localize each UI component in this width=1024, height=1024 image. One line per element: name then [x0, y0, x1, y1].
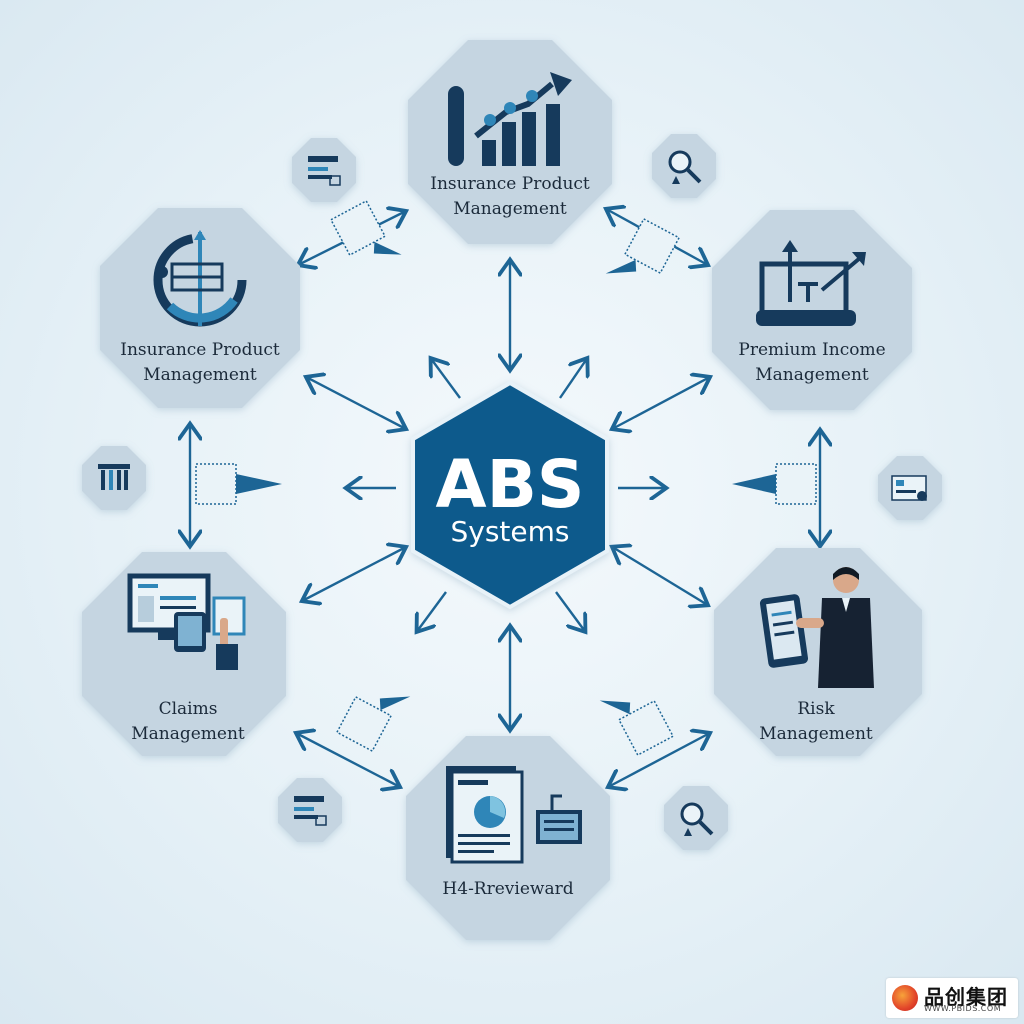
module-bottom: H4-Rrevieward: [406, 736, 610, 940]
circular-process-icon: [153, 230, 247, 327]
center-subtitle: Systems: [451, 515, 570, 548]
document-review-icon: [446, 766, 582, 864]
magnifier-icon: [664, 786, 728, 850]
module-top: Insurance Product Management: [408, 40, 612, 244]
center-hexagon: ABS Systems: [411, 380, 609, 610]
module-label-line1: Insurance Product: [120, 340, 280, 360]
module-label-line1: Insurance Product: [430, 174, 590, 194]
tile-lower-right: [599, 699, 675, 757]
id-card-icon: [878, 456, 942, 520]
magnifier-icon: [652, 134, 716, 198]
module-lower-right: Risk Management: [714, 548, 922, 756]
tile-right: [732, 463, 817, 505]
module-label-line1: Claims: [159, 699, 218, 719]
small-icon-badges: [82, 134, 942, 850]
businessman-tablet-icon: [759, 567, 874, 688]
computer-devices-icon: [127, 573, 246, 670]
form-document-icon: [292, 138, 356, 202]
module-label-line2: Management: [453, 199, 567, 219]
module-upper-right: Premium Income Management: [712, 210, 912, 410]
tile-lower-left: [335, 695, 411, 753]
module-label-line1: Premium Income: [738, 340, 885, 360]
module-upper-left: Insurance Product Management: [100, 208, 300, 408]
connector-tiles: [195, 199, 817, 757]
module-label-line2: Management: [143, 365, 257, 385]
form-document-icon: [278, 778, 342, 842]
brand-url: WWW.PBIDS.COM: [924, 1004, 1002, 1013]
module-lower-left: Claims Management: [82, 552, 286, 756]
module-label-line1: Risk: [797, 699, 835, 719]
center-title: ABS: [436, 446, 585, 523]
tile-upper-right: [605, 217, 681, 275]
brand-watermark: 品创集团 WWW.PBIDS.COM: [886, 978, 1018, 1018]
bar-chart-growth-icon: [448, 72, 572, 166]
income-growth-icon: [756, 240, 866, 326]
module-label-line2: Management: [755, 365, 869, 385]
building-columns-icon: [82, 446, 146, 510]
brand-text: 品创集团: [924, 985, 1008, 1009]
brand-logo-icon: [892, 985, 918, 1011]
module-label-line1: H4-Rrevieward: [442, 879, 573, 899]
module-label-line2: Management: [131, 724, 245, 744]
tile-left: [195, 463, 282, 505]
tile-upper-left: [329, 199, 402, 257]
module-label-line2: Management: [759, 724, 873, 744]
